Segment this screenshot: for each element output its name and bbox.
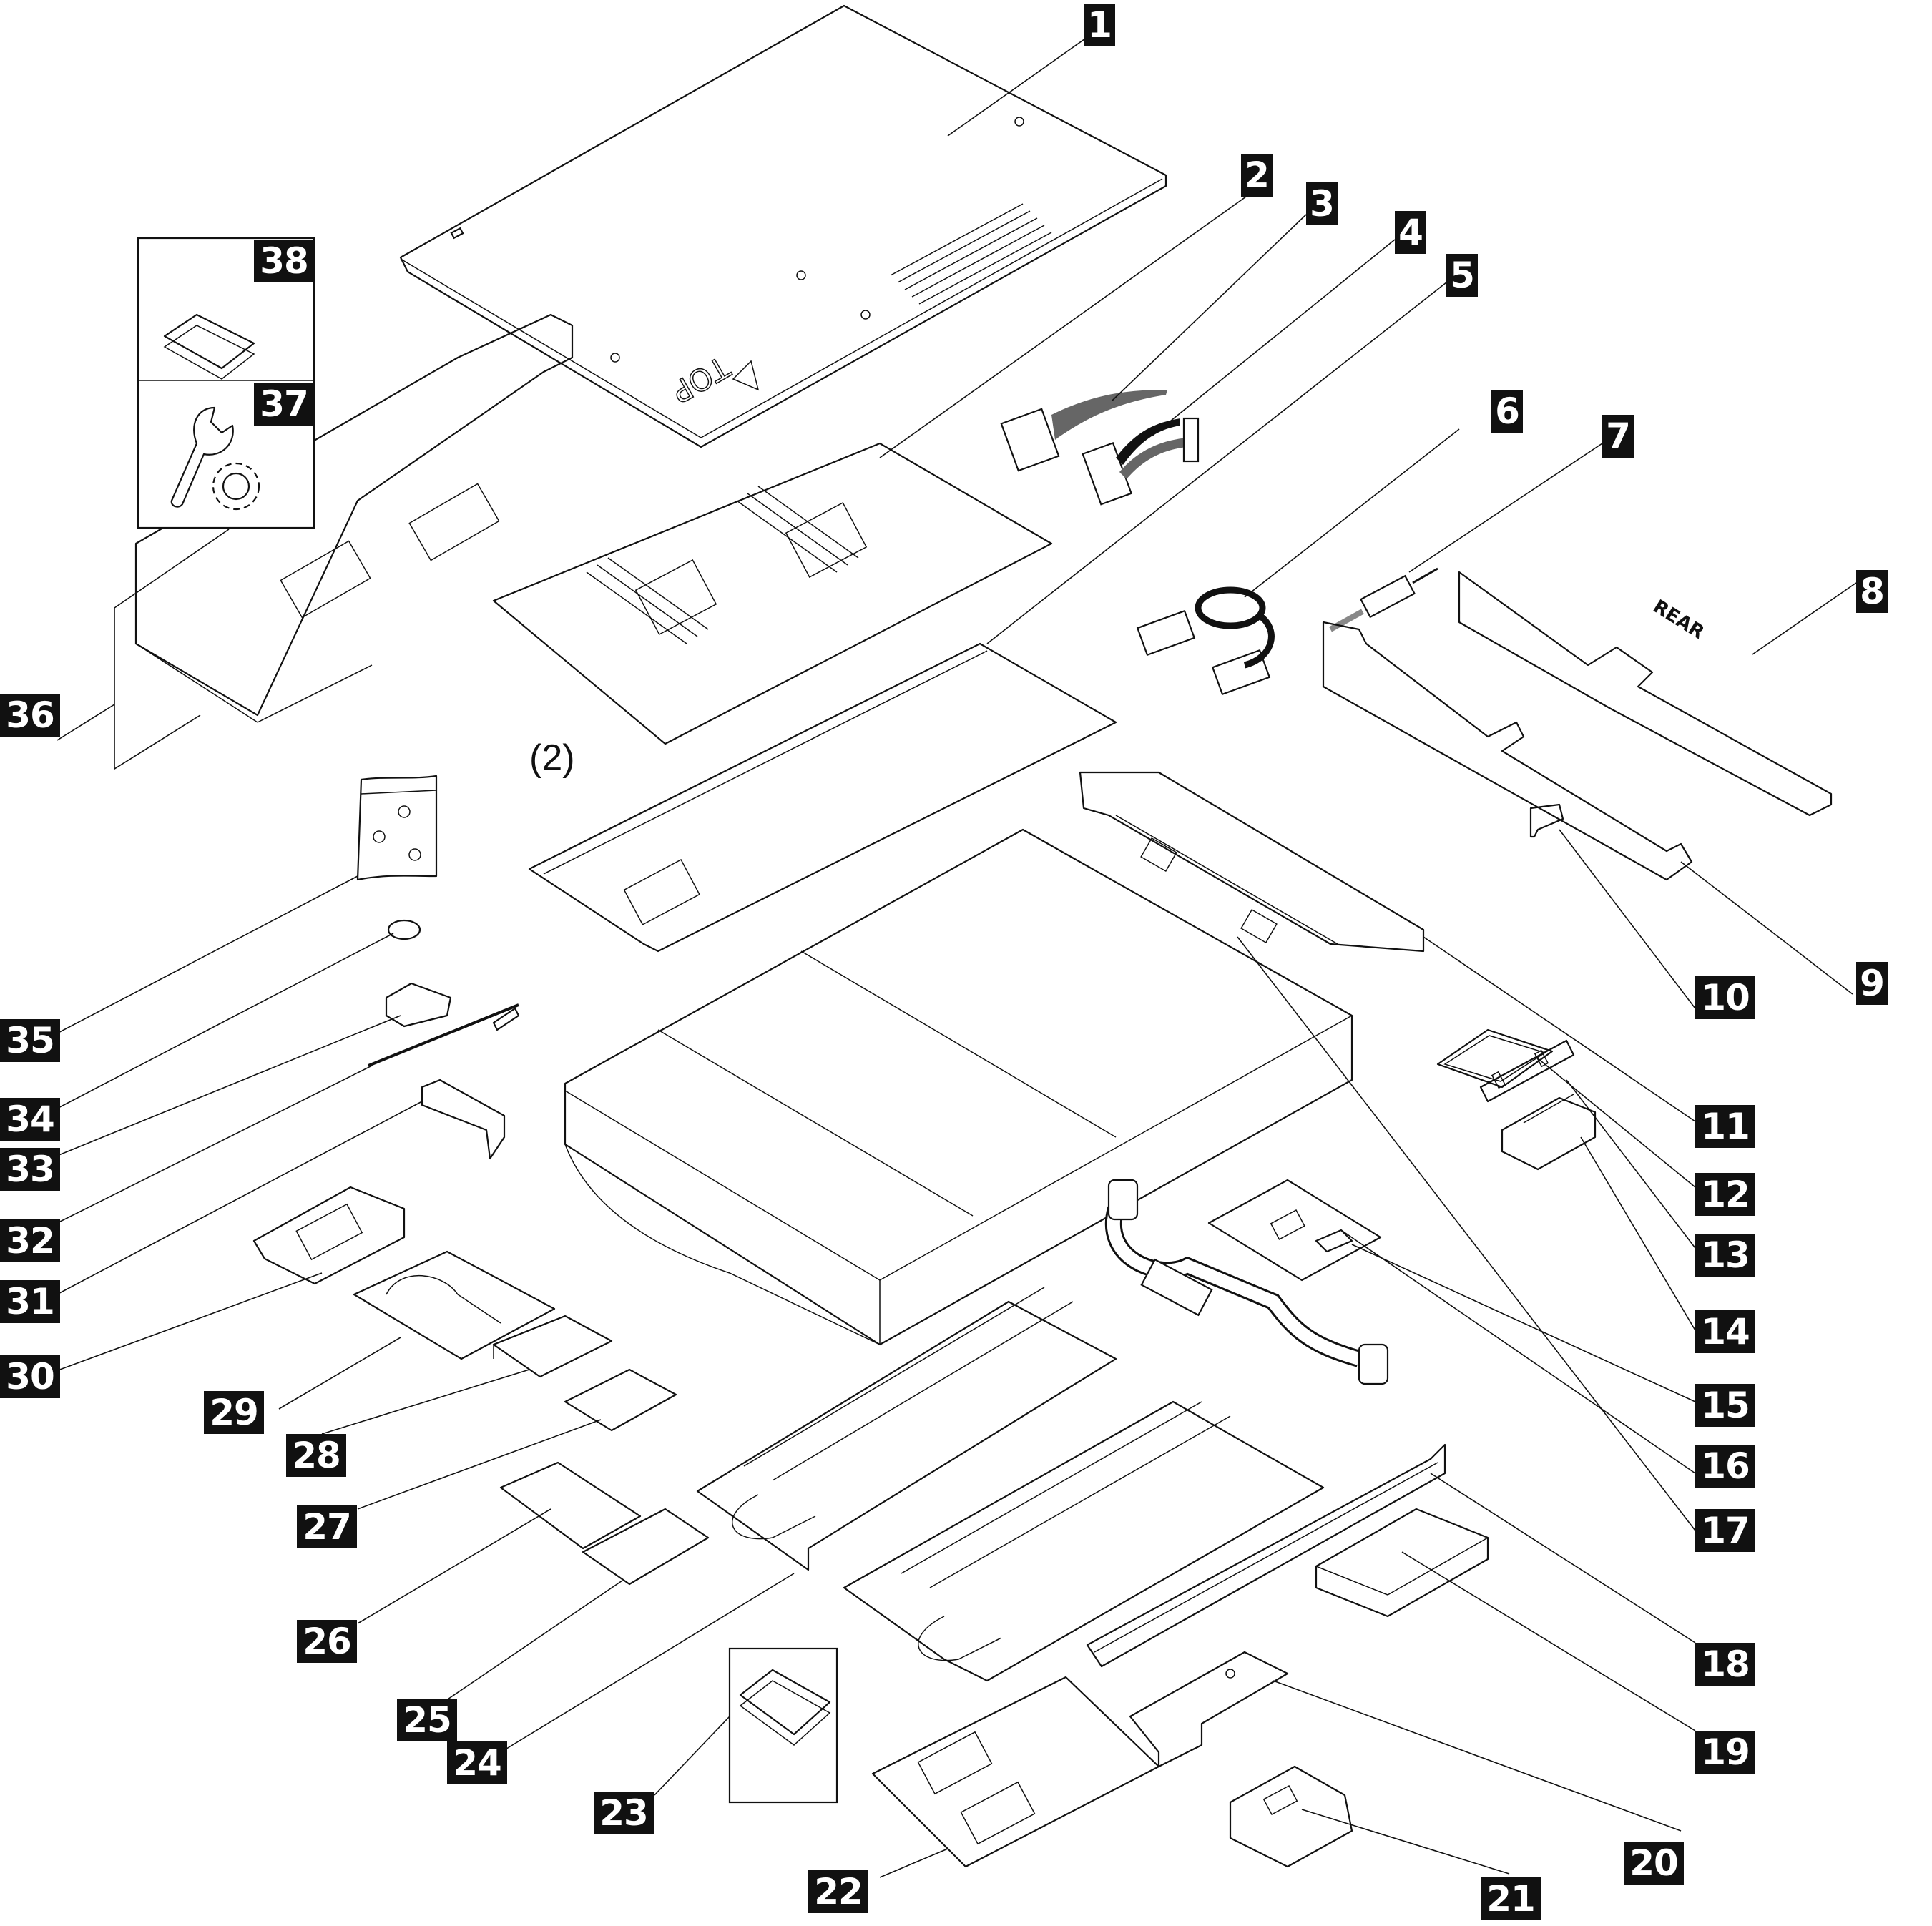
callout-31[interactable]: 31 — [0, 1280, 60, 1323]
callout-37[interactable]: 37 — [254, 383, 314, 426]
rear-bracket-part: REAR — [1458, 571, 1833, 817]
callout-8[interactable]: 8 — [1856, 570, 1888, 613]
callout-38[interactable]: 38 — [254, 240, 314, 282]
callout-28[interactable]: 28 — [286, 1434, 346, 1477]
hose-bracket-15-part — [1315, 1229, 1353, 1253]
callout-7[interactable]: 7 — [1602, 415, 1634, 458]
front-io-assembly-part — [1079, 771, 1425, 953]
callout-36[interactable]: 36 — [0, 694, 60, 737]
screw-bag-part — [356, 775, 438, 881]
callout-15[interactable]: 15 — [1695, 1384, 1755, 1427]
dimm-filler-part — [1501, 1094, 1597, 1171]
callout-19[interactable]: 19 — [1695, 1731, 1755, 1774]
air-baffle-part — [134, 313, 574, 723]
callout-33[interactable]: 33 — [0, 1148, 60, 1191]
callout-26[interactable]: 26 — [297, 1620, 357, 1663]
callout-16[interactable]: 16 — [1695, 1445, 1755, 1488]
callout-21[interactable]: 21 — [1481, 1877, 1541, 1920]
callout-11[interactable]: 11 — [1695, 1105, 1755, 1148]
callout-4[interactable]: 4 — [1395, 211, 1426, 254]
callout-1[interactable]: 1 — [1084, 4, 1115, 46]
callout-34[interactable]: 34 — [0, 1098, 60, 1141]
callout-5[interactable]: 5 — [1446, 254, 1478, 297]
drive-27-part — [564, 1368, 677, 1432]
clip-33-part — [385, 982, 452, 1028]
callout-24[interactable]: 24 — [447, 1741, 507, 1784]
sensor-cable-part — [1329, 567, 1438, 632]
top-marking: TOP — [666, 349, 736, 410]
callout-6[interactable]: 6 — [1491, 390, 1523, 433]
callout-27[interactable]: 27 — [297, 1505, 357, 1548]
bracket-31-part — [421, 1079, 506, 1160]
callout-13[interactable]: 13 — [1695, 1234, 1755, 1277]
callout-32[interactable]: 32 — [0, 1219, 60, 1262]
callout-2[interactable]: 2 — [1241, 154, 1273, 197]
cage-30-part — [252, 1186, 406, 1285]
riser-21-part — [1229, 1765, 1353, 1868]
riser-20-part — [1129, 1651, 1289, 1768]
top-cover-part: TOP — [399, 4, 1167, 448]
heat-pipe-tray-29-part — [353, 1250, 556, 1360]
bracket-10-part — [1529, 803, 1564, 838]
kit-22-part — [871, 1676, 1160, 1868]
leader-lines — [49, 31, 1857, 1878]
callout-25[interactable]: 25 — [397, 1699, 457, 1741]
cable-assembly-3-part — [1000, 390, 1167, 472]
thermal-pad-icon — [163, 313, 255, 380]
thermal-pad-kit-23-part — [728, 1647, 838, 1804]
callout-3[interactable]: 3 — [1306, 182, 1338, 225]
callout-22[interactable]: 22 — [808, 1870, 868, 1913]
tool-32-part — [368, 1003, 520, 1067]
quantity-note: (2) — [529, 737, 575, 779]
callout-9[interactable]: 9 — [1856, 962, 1888, 1005]
callout-35[interactable]: 35 — [0, 1019, 60, 1062]
adapter-19-part — [1315, 1508, 1489, 1618]
cable-assembly-4-part — [1082, 417, 1200, 506]
cold-plate-assembly-part — [696, 1287, 1325, 1682]
callout-29[interactable]: 29 — [204, 1391, 264, 1434]
memory-module-part — [1479, 1039, 1575, 1103]
rear-marking: REAR — [1649, 596, 1708, 644]
callout-30[interactable]: 30 — [0, 1355, 60, 1398]
drive-28-part — [492, 1315, 613, 1378]
callout-14[interactable]: 14 — [1695, 1310, 1755, 1353]
system-board-part — [492, 442, 1053, 745]
callout-17[interactable]: 17 — [1695, 1509, 1755, 1552]
board-26-part — [499, 1461, 642, 1550]
board-support-plate-part — [528, 642, 1117, 953]
wrench-gear-icon — [170, 406, 260, 511]
callout-23[interactable]: 23 — [594, 1792, 654, 1834]
callout-12[interactable]: 12 — [1695, 1173, 1755, 1216]
callout-20[interactable]: 20 — [1624, 1842, 1684, 1885]
front-bracket-part — [1322, 621, 1693, 881]
cable-6-part — [1136, 586, 1275, 696]
callout-10[interactable]: 10 — [1695, 976, 1755, 1019]
water-loop-part — [1105, 1179, 1389, 1385]
callout-18[interactable]: 18 — [1695, 1643, 1755, 1686]
clip-16-part — [1207, 1179, 1382, 1282]
board-25-part — [582, 1508, 710, 1586]
chassis-tray-part — [564, 828, 1353, 1346]
rail-part — [1086, 1443, 1446, 1668]
cmos-battery-part — [387, 919, 421, 940]
